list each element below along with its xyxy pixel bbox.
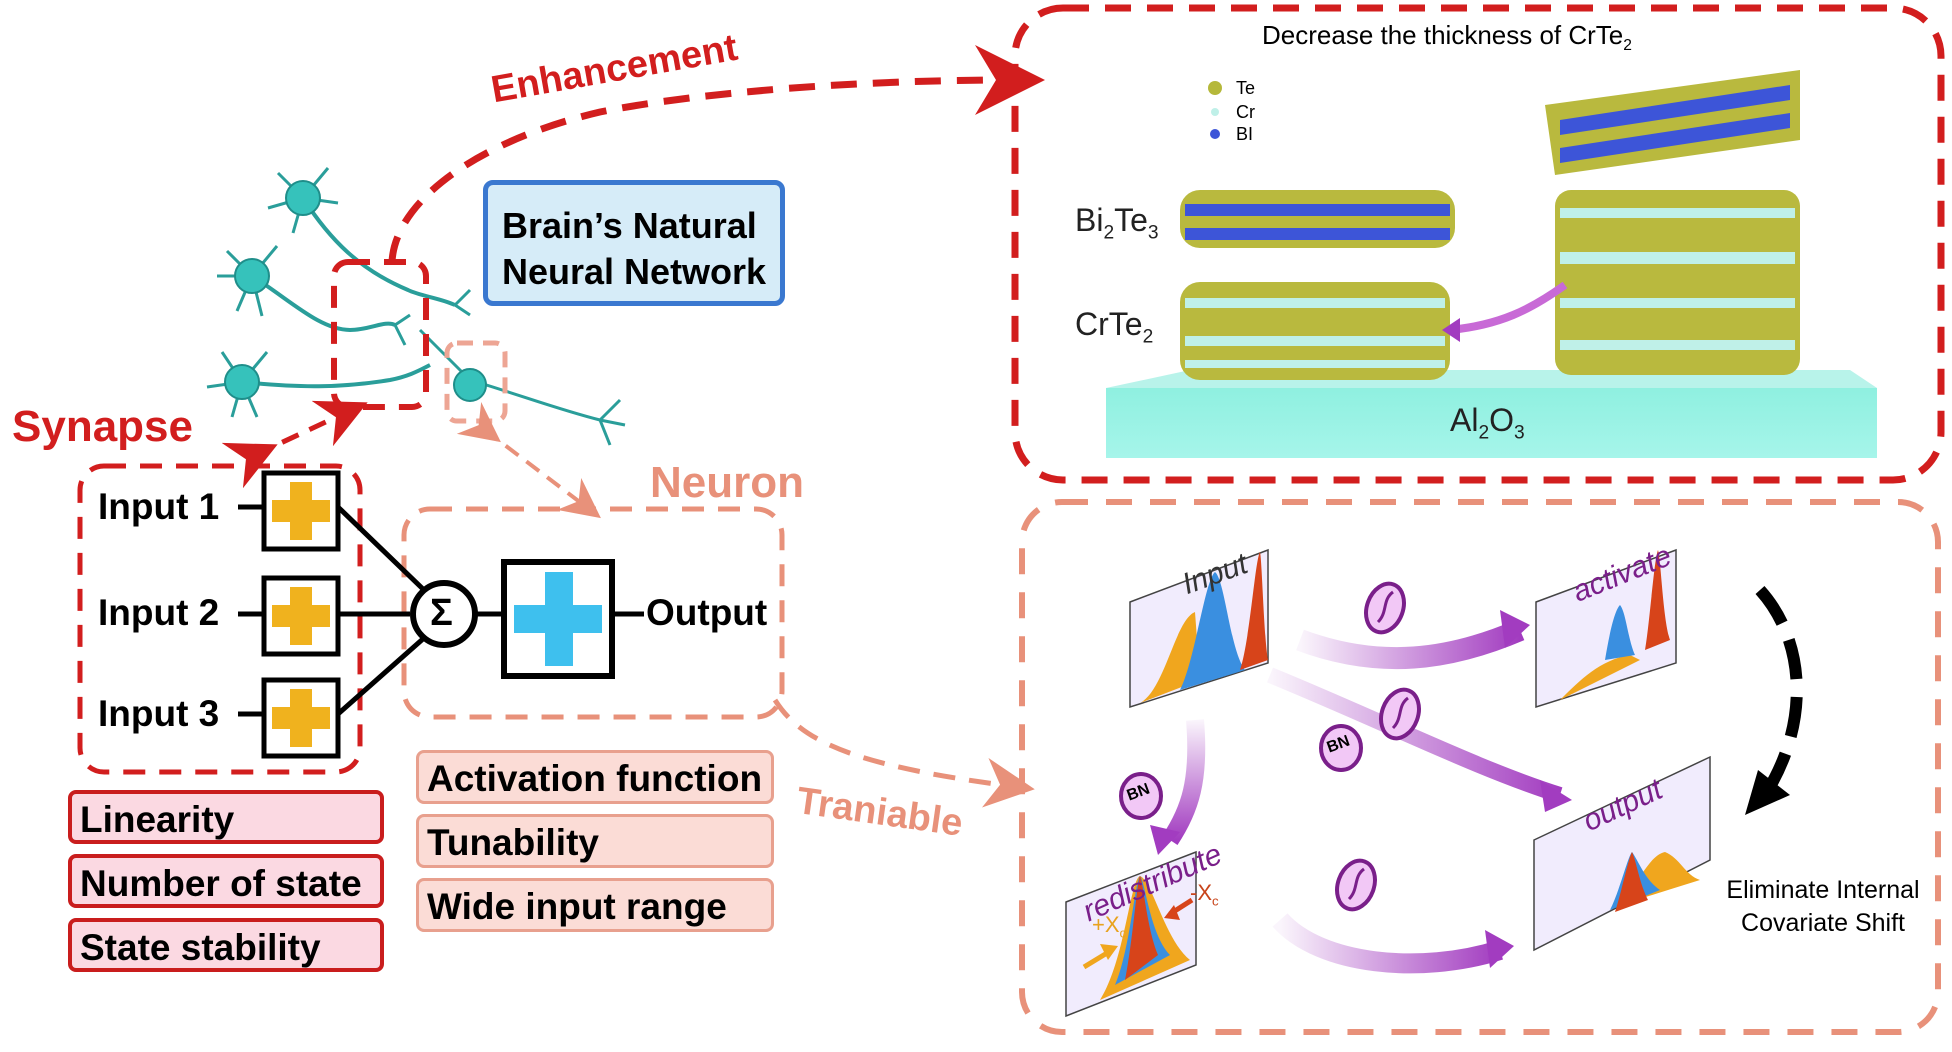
input-wires <box>238 504 644 717</box>
materials-title-text: Decrease the thickness of CrTe <box>1262 20 1624 50</box>
covariate-shift-arrow <box>1755 585 1803 794</box>
al2o3-name: Al <box>1450 402 1479 438</box>
al2o3-label: Al2O3 <box>1450 402 1525 444</box>
legend-cr: Cr <box>1236 102 1255 122</box>
weight-box-1 <box>261 470 341 552</box>
synapse-link-arrow <box>221 400 368 489</box>
minus-xc-sub: c <box>1212 893 1219 909</box>
flow-arrow-input-redistribute <box>1162 719 1206 845</box>
flow-arrow-input-activate <box>1296 619 1525 670</box>
bn-operator-2 <box>1319 724 1363 772</box>
flow-arrow-redistribute-output <box>1272 912 1503 974</box>
crte2-name: CrTe <box>1075 306 1143 342</box>
synapse-label: Synapse <box>12 402 193 451</box>
plot-input <box>1129 548 1269 709</box>
legend-te: Te <box>1236 78 1256 98</box>
materials-panel-title: Decrease the thickness of CrTe2 <box>1262 20 1632 55</box>
sigmoid-operator-2 <box>1379 687 1421 741</box>
bi2te3-label: Bi2Te3 <box>1075 202 1159 244</box>
synapse-highlight-box <box>331 259 429 410</box>
synapse-property-state-stability: State stability <box>68 918 384 972</box>
bi-legend-dot <box>1210 129 1220 139</box>
bi2te3-layer-right <box>1545 70 1800 175</box>
activation-box <box>501 559 615 679</box>
plot-activate <box>1535 548 1677 709</box>
plus-xc-label: +Xc <box>1092 912 1126 940</box>
input-1-label: Input 1 <box>98 486 220 527</box>
caption-line-2: Covariate Shift <box>1741 909 1905 937</box>
sum-node <box>410 580 478 648</box>
neuron-link-arrow <box>456 401 601 519</box>
brain-natural-network-box: Brain’s Natural Neural Network <box>483 180 785 306</box>
neuron-group-box <box>401 506 785 720</box>
brain-box-line-1: Brain’s Natural <box>502 205 757 246</box>
neuron-cell-bodies <box>224 180 487 402</box>
cr-legend-dot <box>1211 108 1219 116</box>
plus-xc-text: +X <box>1092 912 1120 937</box>
bi2te3-name-2: Te <box>1114 202 1148 238</box>
plus-xc-sub: c <box>1119 925 1127 941</box>
al2o3-sub-2: 3 <box>1514 422 1525 444</box>
te-legend-dot <box>1208 81 1222 95</box>
neuron-highlight-box <box>444 340 508 424</box>
minus-xc-text: -X <box>1190 880 1212 905</box>
bn-panel-border <box>1019 499 1941 1035</box>
synapse-group-box <box>77 463 363 775</box>
plot-output <box>1533 755 1711 952</box>
bi2te3-sub-1: 2 <box>1103 222 1115 244</box>
input-2-label: Input 2 <box>98 592 220 633</box>
materials-title-subscript: 2 <box>1623 37 1632 55</box>
input-3-label: Input 3 <box>98 693 220 734</box>
weight-box-3 <box>261 677 341 759</box>
synapse-property-linearity: Linearity <box>68 790 384 844</box>
neuron-property-tunability: Tunability <box>416 814 774 868</box>
sum-symbol: Σ <box>430 592 453 634</box>
minus-xc-label: -Xc <box>1190 880 1219 908</box>
crte2-label: CrTe2 <box>1075 306 1153 348</box>
al2o3-name-2: O <box>1489 402 1515 438</box>
crte2-layer-left <box>1180 282 1450 380</box>
crte2-layer-right <box>1555 190 1800 375</box>
flow-arrow-input-output <box>1266 667 1563 803</box>
materials-panel-border <box>1011 4 1945 484</box>
synapse-property-number-of-state: Number of state <box>68 854 384 908</box>
neuron-property-wide-input-range: Wide input range <box>416 878 774 932</box>
synapse-weight-boxes <box>261 470 341 759</box>
bi2te3-sub-2: 3 <box>1147 222 1159 244</box>
thinning-arrow <box>1449 281 1568 334</box>
legend-bi: BI <box>1236 124 1254 144</box>
neuron-property-activation-function: Activation function <box>416 750 774 804</box>
bn-operator-1 <box>1119 772 1163 820</box>
sigmoid-operator-1 <box>1364 581 1406 635</box>
crte2-sub: 2 <box>1142 326 1154 348</box>
trainable-arrow <box>772 698 1035 808</box>
output-label: Output <box>646 592 768 633</box>
enhancement-arrow <box>388 45 1045 263</box>
weight-box-2 <box>261 575 341 657</box>
al2o3-sub-1: 2 <box>1478 422 1490 444</box>
brain-box-line-2: Neural Network <box>502 251 767 292</box>
sigmoid-operator-3 <box>1335 858 1377 912</box>
bi2te3-layer-left <box>1180 190 1455 248</box>
plot-redistribute <box>1065 850 1197 1018</box>
covariate-shift-caption: Eliminate Internal Covariate Shift <box>1698 874 1948 940</box>
bi2te3-name: Bi <box>1075 202 1104 238</box>
caption-line-1: Eliminate Internal <box>1726 876 1920 904</box>
neuron-label: Neuron <box>650 458 804 507</box>
